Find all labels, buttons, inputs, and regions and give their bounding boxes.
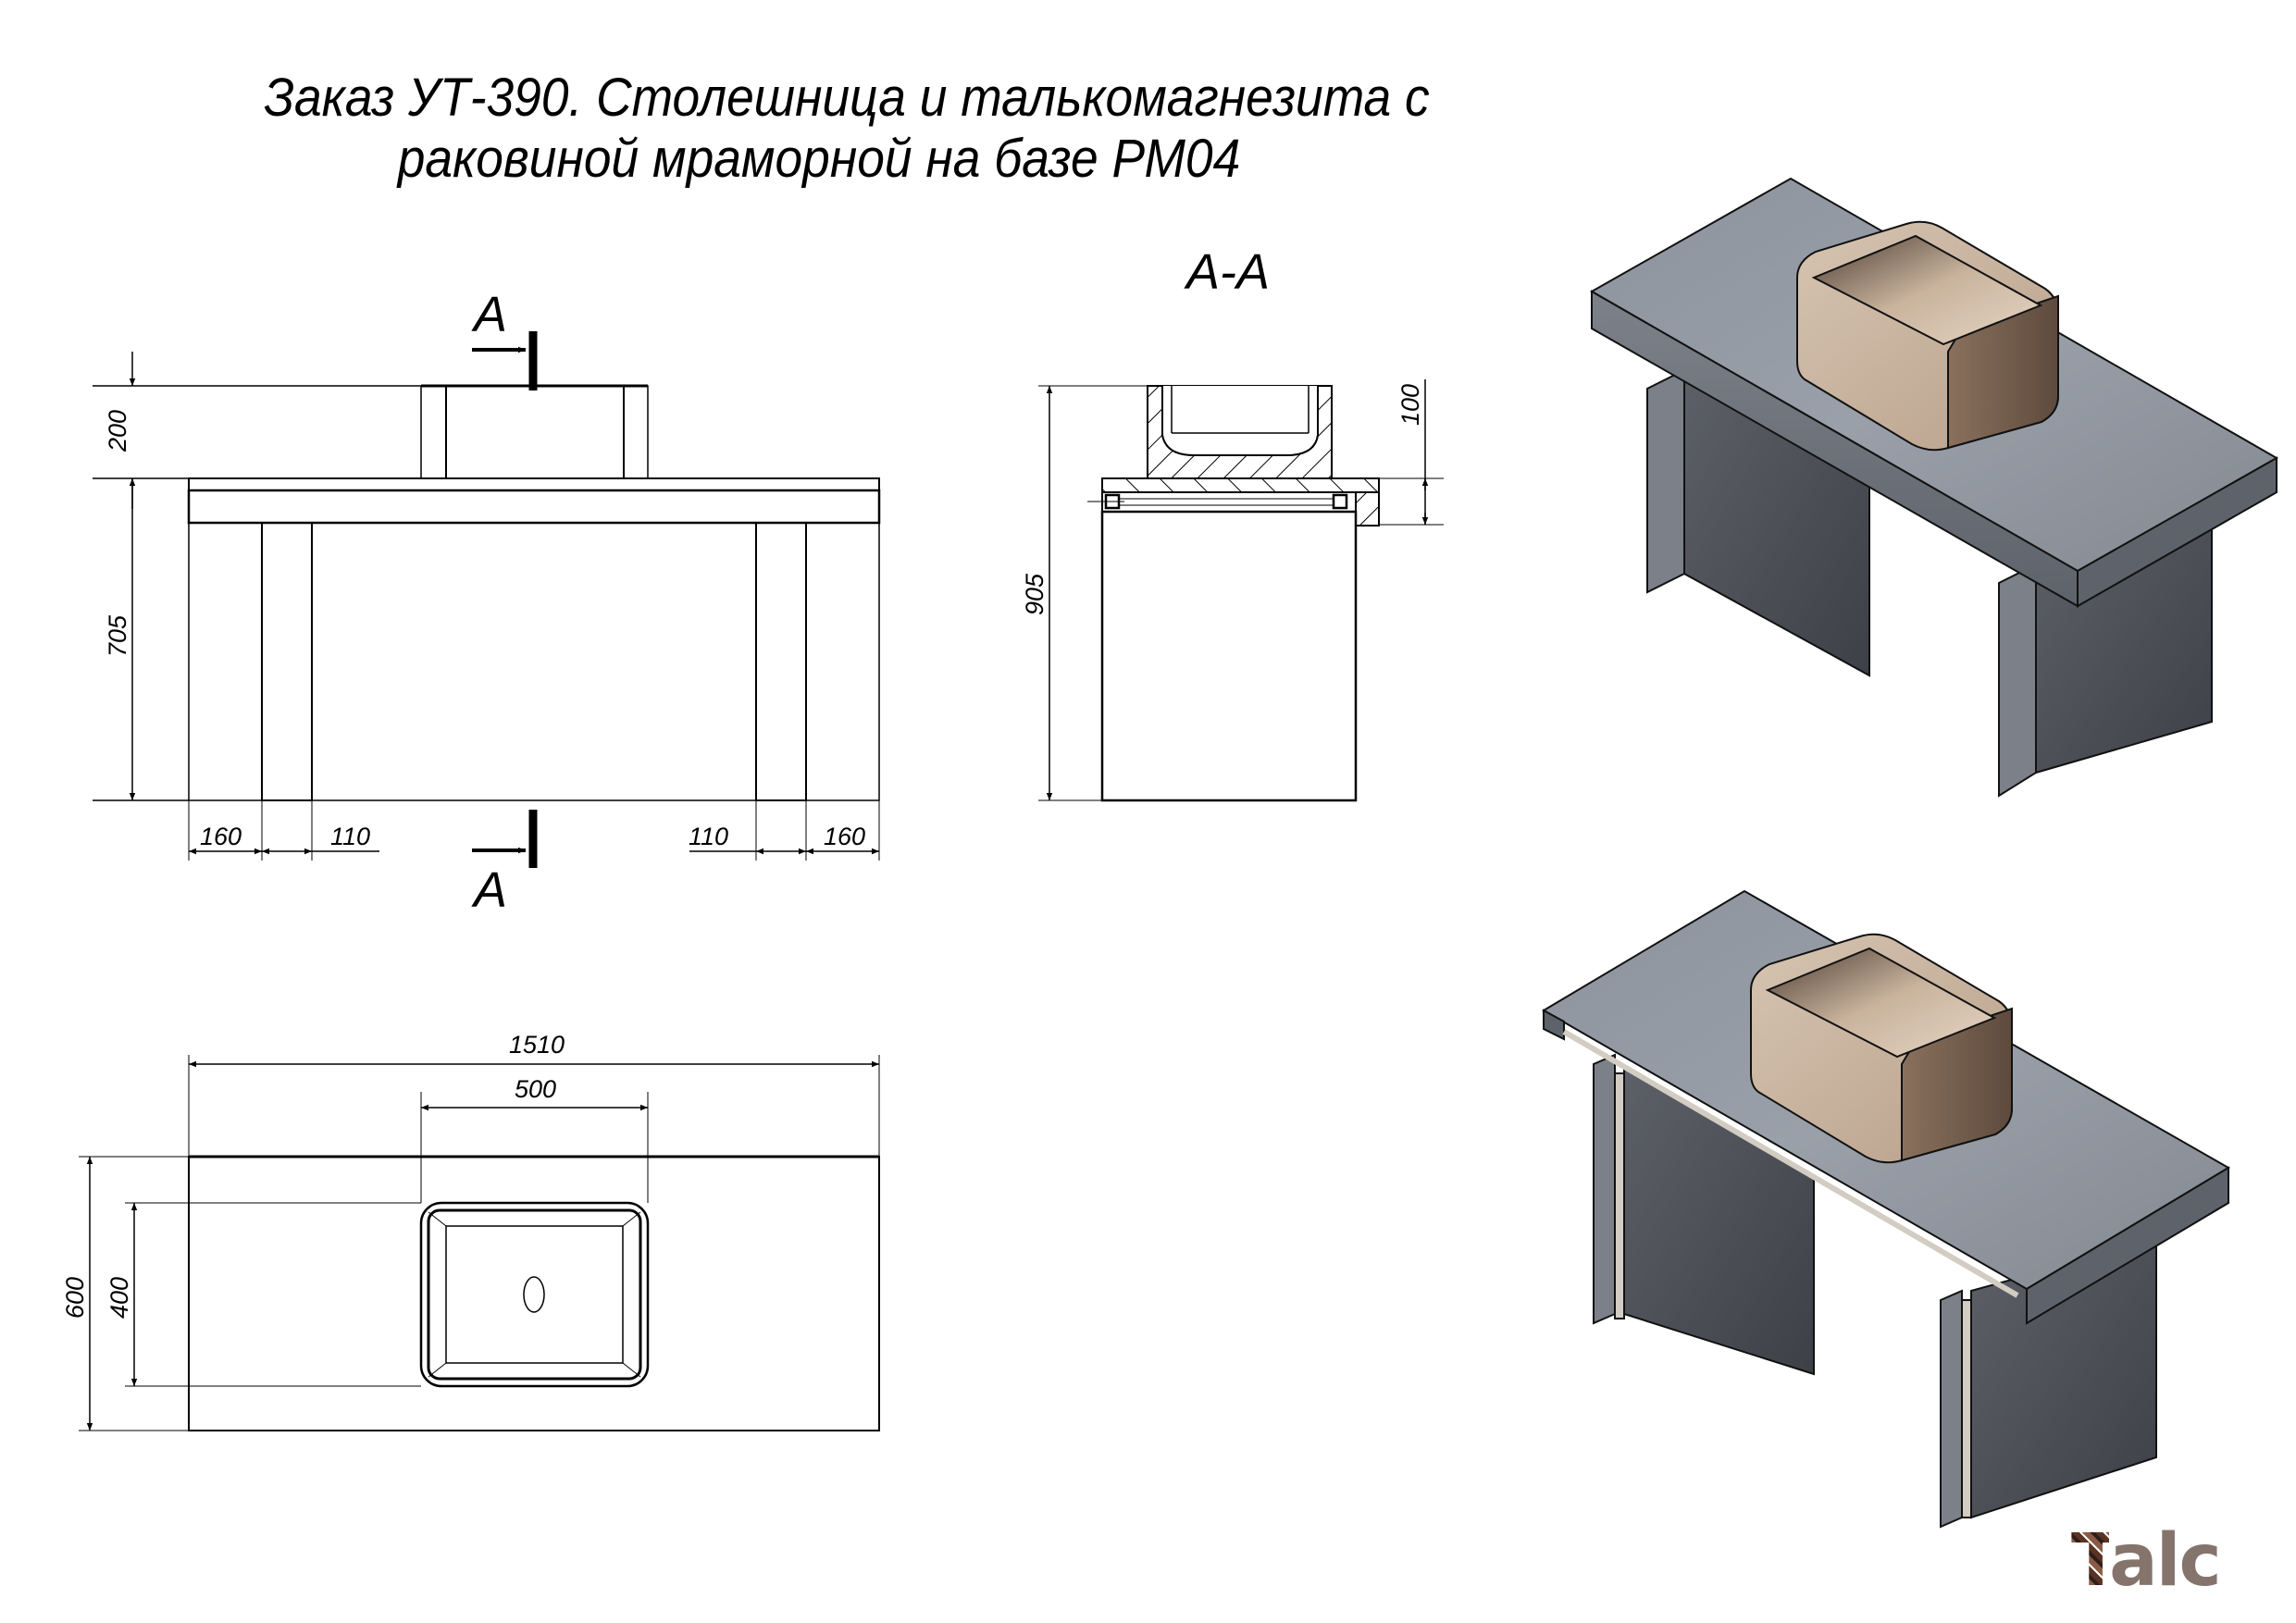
dim-base-height: 705 — [104, 614, 131, 657]
section-base — [1100, 510, 1358, 802]
dim-right-leg: 110 — [689, 823, 728, 850]
render-bottom — [1542, 889, 2230, 1529]
dim-total-depth: 600 — [61, 1277, 89, 1319]
section-marker-top: A — [471, 287, 507, 342]
dim-left-overhang: 160 — [200, 823, 242, 850]
front-countertop-slab — [187, 489, 881, 525]
front-leg-left — [261, 522, 313, 801]
logo-text: alc — [2109, 1519, 2222, 1603]
talc-logo: Talc — [2071, 1519, 2222, 1603]
section-label: A-A — [1184, 244, 1270, 300]
drawing-title-line-2: раковиной мраморной на базе РМ04 — [397, 129, 1241, 189]
plan-view: 1510 500 600 400 — [61, 1031, 880, 1431]
drain-hole — [523, 1276, 545, 1313]
front-sink-outline — [420, 385, 649, 479]
drawing-title-line-1: Заказ УТ-390. Столешница и талькомагнези… — [264, 68, 1430, 128]
plan-sink-outer — [419, 1201, 650, 1388]
dim-total-width: 1510 — [509, 1031, 565, 1059]
dim-sink-height: 200 — [104, 410, 131, 452]
plan-sink-inner — [427, 1208, 642, 1381]
dim-total-height: 905 — [1021, 573, 1049, 615]
section-marker-bottom: A — [471, 862, 507, 918]
dim-sink-width: 500 — [515, 1075, 556, 1103]
dim-left-leg: 110 — [330, 823, 370, 850]
front-countertop-top — [188, 477, 880, 491]
dim-sink-depth: 400 — [105, 1277, 133, 1319]
logo-letter-t: T — [2071, 1519, 2111, 1603]
front-leg-right — [755, 522, 807, 801]
render-top — [1589, 177, 2279, 798]
front-view: 200 705 160 110 110 160 A A — [93, 287, 881, 918]
plan-countertop — [188, 1156, 880, 1431]
dim-right-overhang: 160 — [824, 823, 865, 850]
dim-slab-height: 100 — [1396, 384, 1424, 426]
front-base-outline — [188, 522, 880, 801]
section-view: A-A 905 100 — [1021, 244, 1444, 802]
